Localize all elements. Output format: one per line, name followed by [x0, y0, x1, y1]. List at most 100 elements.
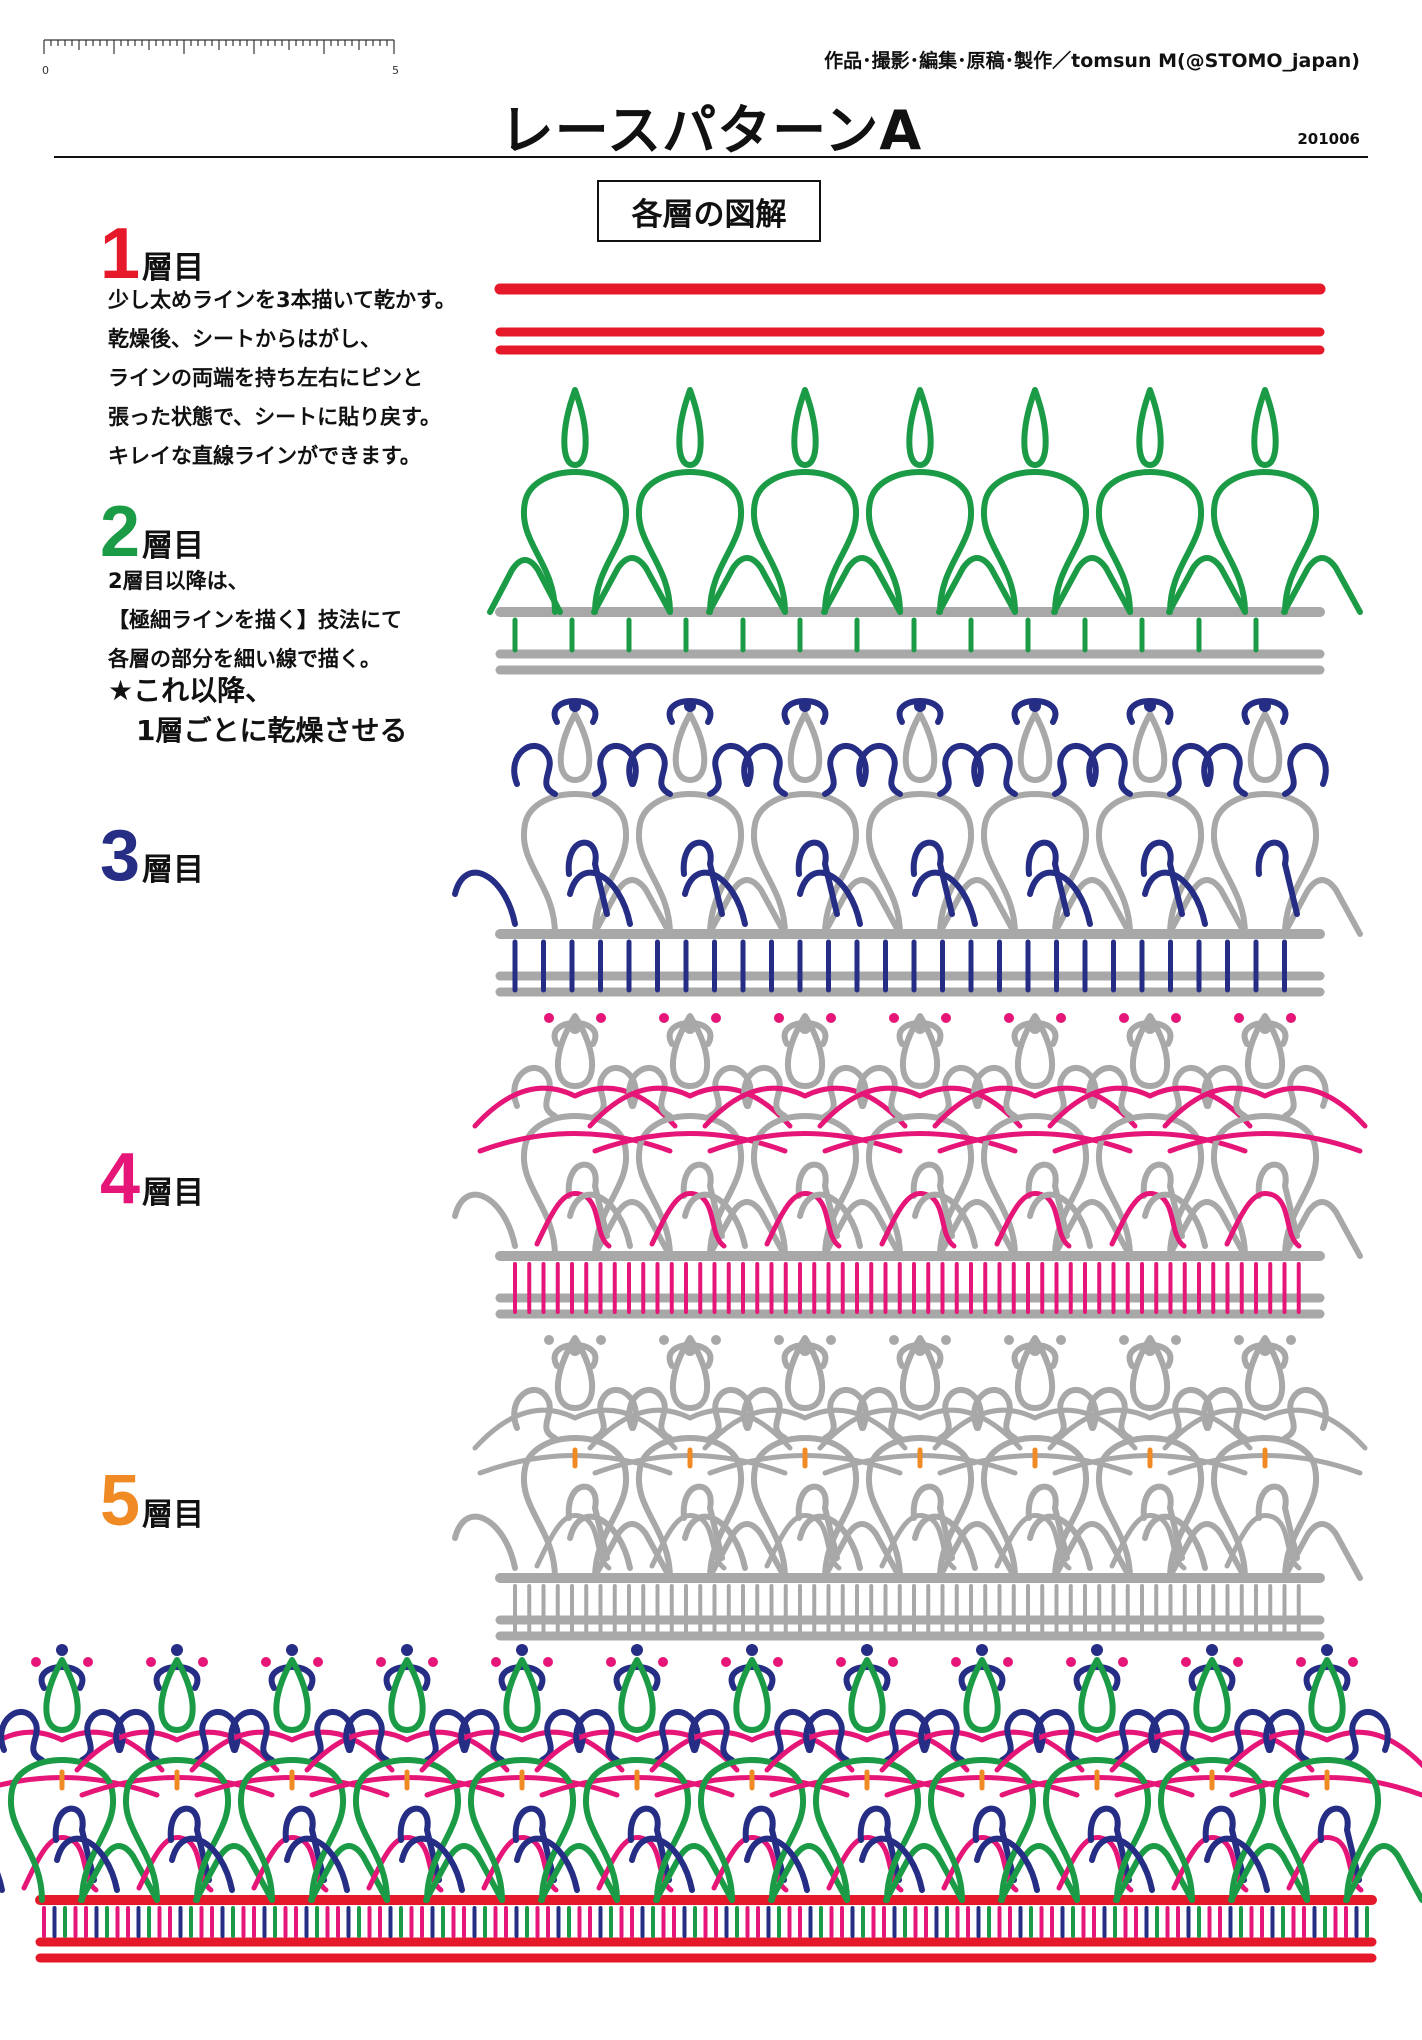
- final-layer-4-arc: [304, 1729, 510, 1773]
- final-top-dot: [286, 1644, 298, 1656]
- layer-5-previous-scrollwork-scroll: [741, 1387, 788, 1441]
- final-layer-3-scroll: [1148, 1709, 1195, 1763]
- final-layer-4-arc: [1224, 1729, 1422, 1773]
- layer-5-previous-dot: [799, 1344, 811, 1356]
- final-layer-4-dot: [721, 1657, 731, 1667]
- layer-3-previous-loop: [520, 791, 630, 937]
- layer-5-previous-scrollwork-scroll: [971, 1387, 1018, 1441]
- layer-4-arc: [937, 1131, 1133, 1154]
- layer-1-teardrop-preview: [791, 387, 819, 468]
- final-layer-2-loop: [7, 1757, 117, 1903]
- layer-4-previous-scrollwork-inner-curl: [1255, 1161, 1300, 1239]
- layer-5-previous-arcs-arc: [817, 1407, 1023, 1451]
- layer-3-top-dot: [1029, 700, 1041, 712]
- final-layer-2-loop: [122, 1757, 232, 1903]
- final-layer-2-loop: [237, 1757, 347, 1903]
- final-layer-3-scroll: [1033, 1709, 1080, 1763]
- final-layer-3-inner-curl: [1087, 1805, 1132, 1883]
- layer-2-arch: [821, 555, 903, 615]
- final-top-dot: [1206, 1644, 1218, 1656]
- layer-3-scroll: [937, 743, 984, 797]
- layer-4-previous-scrollwork-side-curve: [682, 1191, 748, 1249]
- layer-4-previous-scrollwork-inner-curl: [795, 1161, 840, 1239]
- layer-5-previous-scrollwork-scroll: [707, 1387, 754, 1441]
- layer-4-dot: [1004, 1013, 1014, 1023]
- layer-5-previous-scrollwork-scroll: [1086, 1387, 1133, 1441]
- final-layer-2-loop: [1042, 1757, 1152, 1903]
- layer-4-previous-scrollwork-scroll: [1201, 1065, 1248, 1119]
- layer-4-previous-teardrop: [1129, 1013, 1171, 1089]
- layer-4-arc: [1162, 1085, 1368, 1129]
- layer-5-previous-arch: [1281, 1521, 1363, 1581]
- final-layer-3-side-curve: [514, 1835, 580, 1893]
- section-title-box: 各層の図解: [597, 180, 821, 242]
- layer-3-previous-arch: [1281, 877, 1363, 937]
- final-layer-3-crown: [728, 1664, 776, 1691]
- layer-5-previous-dot: [1029, 1344, 1041, 1356]
- layer-4-previous-scrollwork-inner-curl: [910, 1161, 955, 1239]
- layer-1-teardrop-preview: [1136, 387, 1164, 468]
- final-layer-3-side-curve: [399, 1835, 465, 1893]
- layer-5-previous-arcs-arc: [702, 1407, 908, 1451]
- layer-4-previous-scrollwork-side-curve: [567, 1191, 633, 1249]
- layer-5-previous-scrollwork-scroll: [1282, 1387, 1329, 1441]
- layer-5-previous-arcs-dot: [941, 1335, 951, 1345]
- layer-5-previous-arcs-dot: [1171, 1335, 1181, 1345]
- layer-5-previous-scrollwork-scroll: [626, 1387, 673, 1441]
- final-layer-3-side-curve: [54, 1835, 120, 1893]
- layer-1-number: 1: [100, 214, 141, 294]
- final-layer-3-crown: [383, 1664, 431, 1691]
- layer-3-scroll: [1167, 743, 1214, 797]
- final-layer-4-dot: [1348, 1657, 1358, 1667]
- layer-5-previous-arcs-arc: [1162, 1407, 1368, 1451]
- final-layer-3-crown: [843, 1664, 891, 1691]
- layer-5-previous-teardrop: [1129, 1335, 1171, 1411]
- final-top-dot: [631, 1644, 643, 1656]
- layer-5-previous-loop: [1210, 1435, 1320, 1581]
- layer-4-previous-teardrop: [784, 1013, 826, 1089]
- layer-5-previous-scrollwork-scroll: [1201, 1387, 1248, 1441]
- layer-5-previous-scrollwork-scroll: [856, 1387, 903, 1441]
- final-top-dot: [171, 1644, 183, 1656]
- final-layer-3-inner-curl: [52, 1805, 97, 1883]
- final-layer-3-scroll: [1344, 1709, 1391, 1763]
- layer-3-top-dot: [684, 700, 696, 712]
- layer-4-previous-loop: [520, 1113, 630, 1259]
- layer-4-dot: [1171, 1013, 1181, 1023]
- final-layer-3-scroll: [309, 1709, 356, 1763]
- layer-3-previous-teardrop: [902, 711, 938, 783]
- layer-5-previous-scrollwork-inner-curl: [795, 1483, 840, 1561]
- final-layer-3-scroll: [1229, 1709, 1276, 1763]
- final-layer-3-side-curve: [744, 1835, 810, 1893]
- layer-5-previous-teardrop: [899, 1335, 941, 1411]
- layer-3-previous-teardrop: [787, 711, 823, 783]
- layer-3-top-dot: [914, 700, 926, 712]
- layer-2-arch: [1281, 555, 1363, 615]
- layer-2-loop: [635, 469, 745, 615]
- layer-5-previous-scrollwork-side-curve: [912, 1513, 978, 1571]
- layer-5-previous-arcs-dot: [596, 1335, 606, 1345]
- layer-4-previous-scrollwork-scroll: [822, 1065, 869, 1119]
- final-layer-2-teardrop: [733, 1657, 771, 1733]
- layer-5-previous-scrollwork-inner-curl: [1255, 1483, 1300, 1561]
- layer-3-inner-curl: [1025, 839, 1070, 917]
- layer-4-previous-scrollwork-inner-curl: [680, 1161, 725, 1239]
- final-layer-3-scroll: [1114, 1709, 1161, 1763]
- final-top-dot: [861, 1644, 873, 1656]
- final-layer-4-dot: [1118, 1657, 1128, 1667]
- final-layer-3-crown: [38, 1664, 86, 1691]
- layer-3-previous-loop: [1095, 791, 1205, 937]
- final-layer-2-loop: [1157, 1757, 1267, 1903]
- layer-1-diagram: [494, 283, 1326, 468]
- layer-3-scroll: [511, 743, 558, 797]
- layer-5-previous-dot: [914, 1344, 926, 1356]
- layer-5-previous-arcs-inner: [1224, 1513, 1302, 1571]
- final-layer-2-teardrop: [503, 1657, 541, 1733]
- layer-4-arc: [477, 1131, 673, 1154]
- layer-4-previous-scrollwork-scroll: [1282, 1065, 1329, 1119]
- final-layer-3-scroll: [539, 1709, 586, 1763]
- layer-3-side-curve: [452, 869, 518, 927]
- layer-4-dot: [1056, 1013, 1066, 1023]
- final-layer-3-scroll: [884, 1709, 931, 1763]
- final-layer-4-dot: [658, 1657, 668, 1667]
